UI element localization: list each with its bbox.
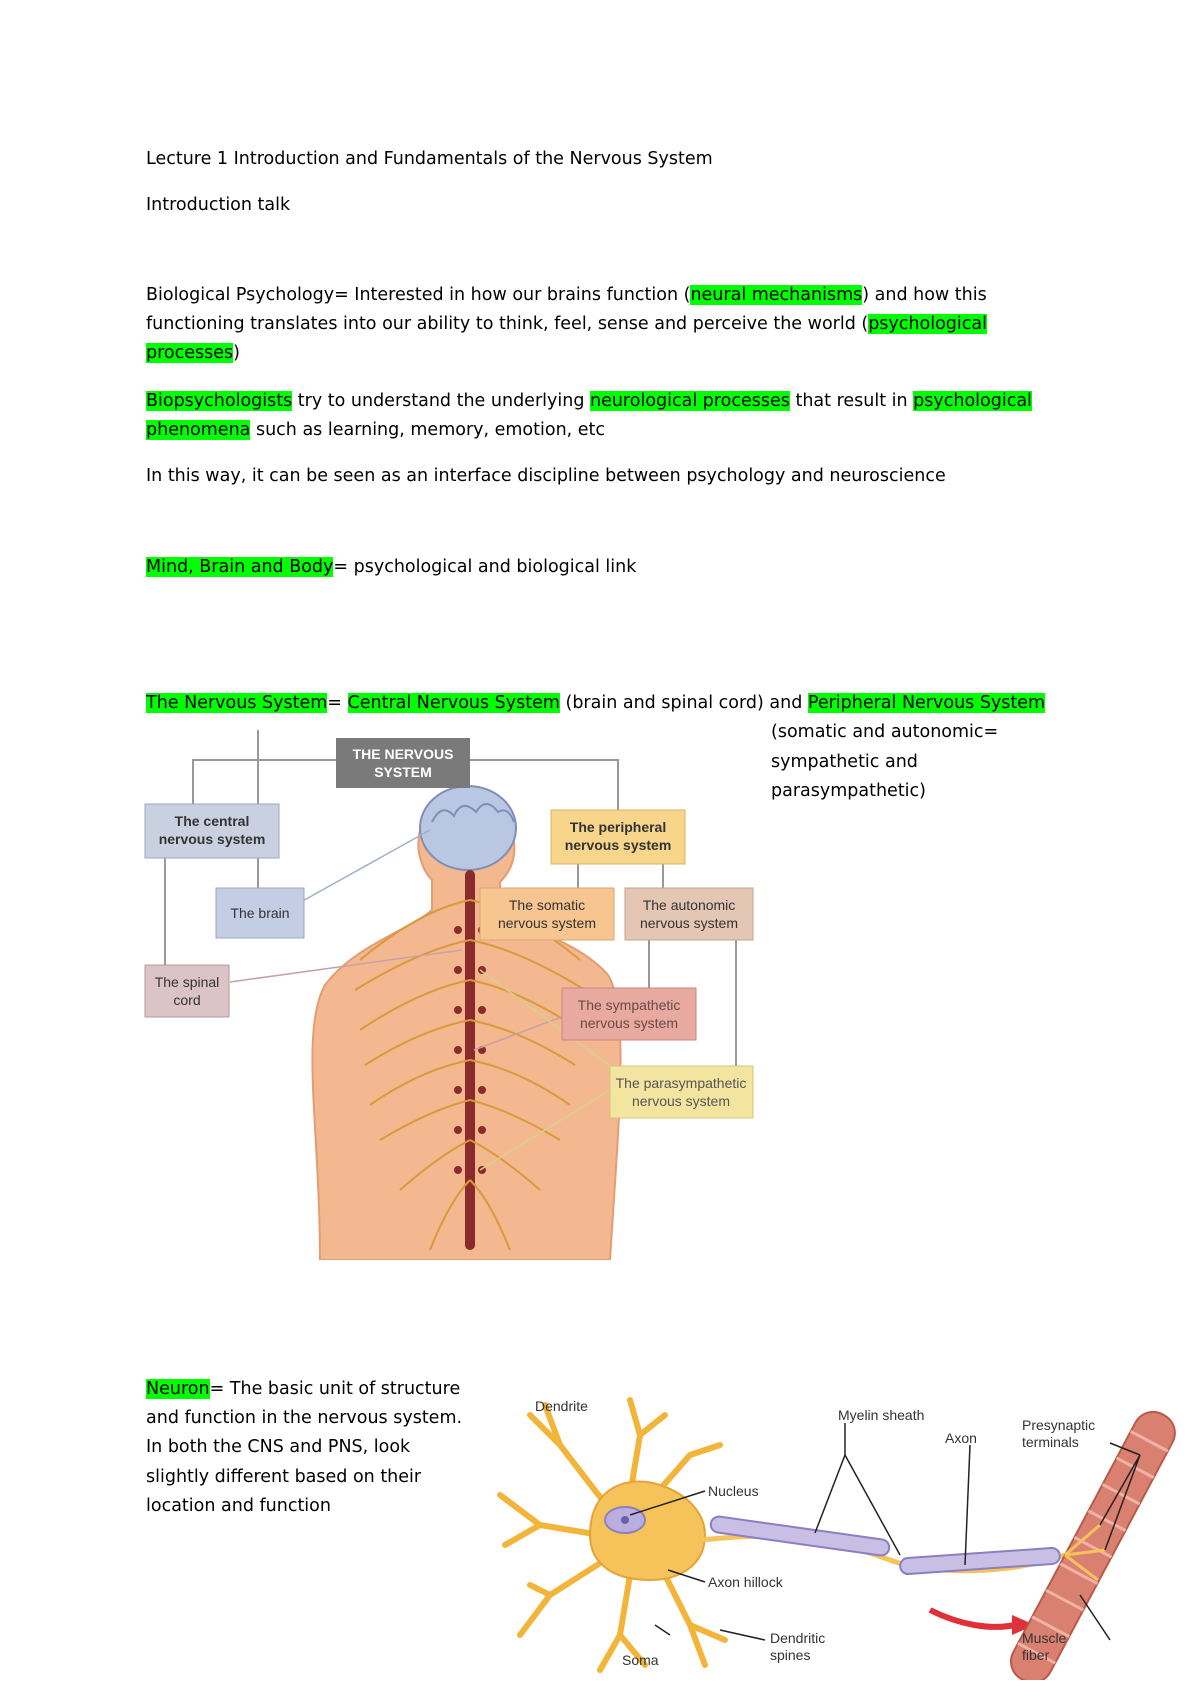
bio-psych-line-2: functioning translates into our ability … bbox=[146, 310, 987, 339]
highlight-psychological: psychological bbox=[868, 314, 987, 334]
box-sympathetic bbox=[561, 987, 697, 1041]
highlight-processes: processes bbox=[146, 343, 234, 363]
box-somatic-l1: The somatic bbox=[509, 897, 585, 913]
interface-line: In this way, it can be seen as an interf… bbox=[146, 466, 946, 486]
highlight-mind-brain-body: Mind, Brain and Body bbox=[146, 557, 334, 577]
label-myelin-sheath: Myelin sheath bbox=[838, 1407, 924, 1423]
highlight-phenomena: phenomena bbox=[146, 420, 251, 440]
box-central-l2: nervous system bbox=[159, 831, 266, 847]
label-axon-hillock: Axon hillock bbox=[708, 1574, 784, 1590]
label-dendritic-l1: Dendritic bbox=[770, 1630, 825, 1646]
box-autonomic bbox=[624, 887, 754, 941]
lecture-title: Lecture 1 Introduction and Fundamentals … bbox=[146, 149, 713, 169]
neuron-line-2: and function in the nervous system. bbox=[146, 1408, 463, 1428]
bio-psych-term: Biological Psychology bbox=[146, 285, 335, 305]
box-central-l1: The central bbox=[175, 813, 250, 829]
box-parasympathetic bbox=[609, 1065, 754, 1119]
ns-side-note-3: parasympathetic) bbox=[771, 781, 926, 801]
text-span: (brain and spinal cord) and bbox=[559, 693, 808, 713]
label-nucleus: Nucleus bbox=[708, 1483, 759, 1499]
box-spinal-l1: The spinal bbox=[155, 974, 220, 990]
box-parasympathetic-l2: nervous system bbox=[632, 1093, 730, 1109]
box-ns-l1: THE NERVOUS bbox=[353, 746, 454, 762]
box-somatic bbox=[479, 887, 615, 941]
biopsych-line-1: Biopsychologists try to understand the u… bbox=[146, 387, 1032, 416]
text-span: = Interested in how our brains function … bbox=[334, 285, 691, 305]
label-soma: Soma bbox=[622, 1652, 659, 1668]
neuron-line-4: slightly different based on their bbox=[146, 1467, 422, 1487]
box-autonomic-l2: nervous system bbox=[640, 915, 738, 931]
text-span: functioning translates into our ability … bbox=[146, 314, 869, 334]
bio-psych-line-1: Biological Psychology= Interested in how… bbox=[146, 281, 987, 310]
box-nervous-system bbox=[336, 738, 470, 788]
text-span: = The basic unit of structure bbox=[209, 1379, 461, 1399]
label-muscle-l1: Muscle bbox=[1022, 1630, 1067, 1646]
highlight-the-nervous-system: The Nervous System bbox=[146, 693, 328, 713]
highlight-neuron: Neuron bbox=[146, 1379, 210, 1399]
highlight-neural-mechanisms: neural mechanisms bbox=[690, 285, 863, 305]
ns-side-note-2: sympathetic and bbox=[771, 752, 918, 772]
box-central bbox=[144, 803, 280, 859]
box-autonomic-l1: The autonomic bbox=[643, 897, 736, 913]
highlight-psychological-2: psychological bbox=[913, 391, 1032, 411]
box-ns-l2: SYSTEM bbox=[374, 764, 432, 780]
label-dendrite: Dendrite bbox=[535, 1398, 588, 1414]
box-brain bbox=[215, 887, 305, 939]
box-sympathetic-l1: The sympathetic bbox=[578, 997, 681, 1013]
text-span: ) bbox=[233, 343, 240, 363]
label-presynaptic-l2: terminals bbox=[1022, 1434, 1079, 1450]
box-peripheral bbox=[550, 809, 686, 865]
text-span: = psychological and biological link bbox=[333, 557, 637, 577]
nervous-system-figure: THE NERVOUS SYSTEM The central nervous sys… bbox=[144, 730, 754, 1260]
neuron-line-5: location and function bbox=[146, 1496, 331, 1516]
label-presynaptic-l1: Presynaptic bbox=[1022, 1417, 1095, 1433]
neuron-line-3: In both the CNS and PNS, look bbox=[146, 1437, 411, 1457]
neuron-figure: Dendrite Nucleus Myelin sheath Axon Pres… bbox=[497, 1397, 1176, 1680]
neuron-line-1: Neuron= The basic unit of structure bbox=[146, 1375, 460, 1404]
box-peripheral-l2: nervous system bbox=[565, 837, 672, 853]
box-brain-label: The brain bbox=[230, 905, 289, 921]
box-spinal bbox=[144, 964, 230, 1018]
bio-psych-line-3: processes) bbox=[146, 339, 240, 368]
highlight-biopsychologists: Biopsychologists bbox=[146, 391, 293, 411]
box-somatic-l2: nervous system bbox=[498, 915, 596, 931]
box-spinal-l2: cord bbox=[173, 992, 200, 1008]
ns-side-note-1: (somatic and autonomic= bbox=[771, 722, 999, 742]
highlight-central-nervous-system: Central Nervous System bbox=[347, 693, 560, 713]
intro-subtitle: Introduction talk bbox=[146, 195, 291, 215]
text-span: = bbox=[327, 693, 348, 713]
label-dendritic-l2: spines bbox=[770, 1647, 810, 1663]
biopsych-line-2: phenomena such as learning, memory, emot… bbox=[146, 416, 605, 445]
text-span: ) and how this bbox=[862, 285, 987, 305]
box-peripheral-l1: The peripheral bbox=[570, 819, 666, 835]
box-parasympathetic-l1: The parasympathetic bbox=[616, 1075, 747, 1091]
box-sympathetic-l2: nervous system bbox=[580, 1015, 678, 1031]
text-span: that result in bbox=[789, 391, 914, 411]
label-muscle-l2: fiber bbox=[1022, 1647, 1050, 1663]
nervous-system-line: The Nervous System= Central Nervous Syst… bbox=[146, 689, 1046, 718]
highlight-neurological-processes: neurological processes bbox=[589, 391, 790, 411]
mind-brain-body-line: Mind, Brain and Body= psychological and … bbox=[146, 553, 636, 582]
text-span: such as learning, memory, emotion, etc bbox=[250, 420, 606, 440]
text-span: try to understand the underlying bbox=[292, 391, 590, 411]
highlight-peripheral-nervous-system: Peripheral Nervous System bbox=[807, 693, 1046, 713]
label-axon: Axon bbox=[945, 1430, 977, 1446]
